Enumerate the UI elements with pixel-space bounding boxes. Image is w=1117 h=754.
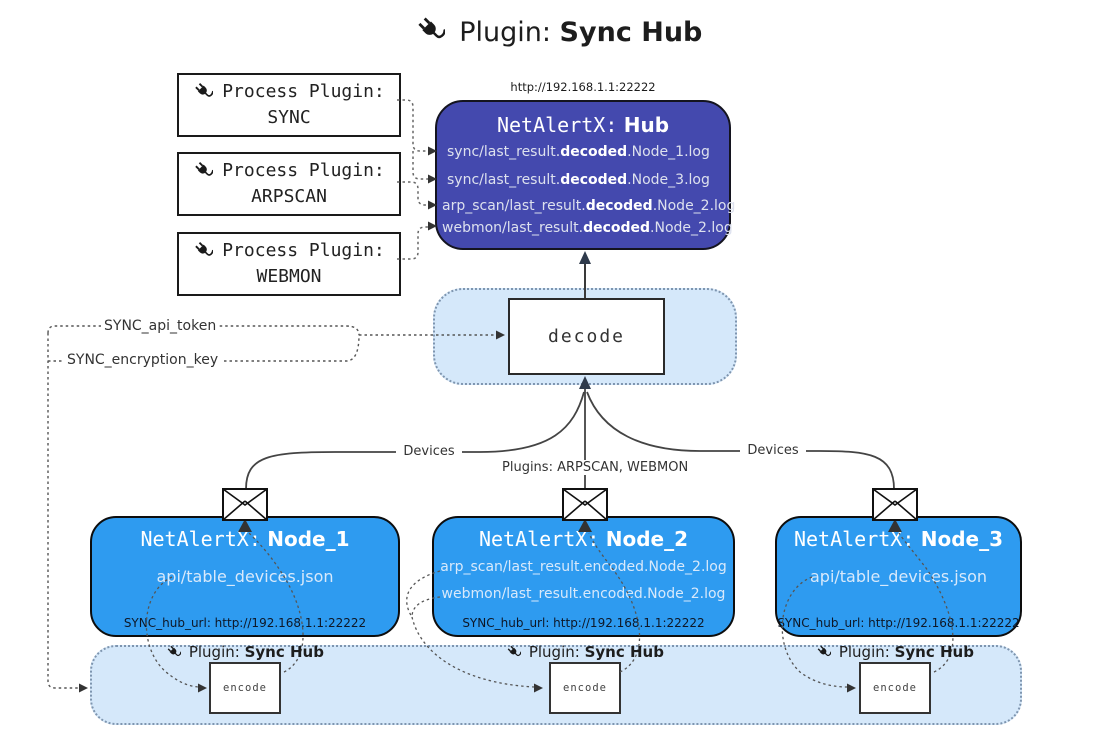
envelope-icon [872, 488, 918, 521]
plug-icon [193, 161, 213, 181]
sync-encryption-key-label: SYNC_encryption_key [64, 352, 222, 368]
encode-label: Plugin: Sync Hub [160, 643, 330, 661]
plug-icon [193, 82, 213, 102]
hub-title: NetAlertX: Hub [496, 113, 670, 137]
plug-icon [415, 16, 445, 46]
node-box-node-2: NetAlertX: Node_2 arp_scan/last_result.e… [432, 516, 735, 637]
process-plugin-box-sync: Process Plugin: SYNC [177, 73, 401, 137]
node-hub-url: SYNC_hub_url: http://192.168.1.1:22222 [777, 616, 1020, 630]
process-plugin-name: WEBMON [256, 266, 322, 287]
devices-label-right: Devices [740, 443, 806, 458]
process-plugin-name: ARPSCAN [251, 186, 327, 207]
process-plugin-name: SYNC [267, 107, 311, 128]
node-file-line: api/table_devices.json [156, 567, 334, 586]
hub-log-line: sync/last_result.decoded.Node_1.log [447, 144, 710, 160]
plug-icon [506, 645, 521, 660]
envelope-icon [562, 488, 608, 521]
encode-box: encode [209, 662, 281, 714]
hub-log-line: sync/last_result.decoded.Node_3.log [447, 172, 710, 188]
hub-url-label: http://192.168.1.1:22222 [510, 80, 656, 94]
process-plugin-box-webmon: Process Plugin: WEBMON [177, 232, 401, 296]
connector-process-to-hub [397, 99, 428, 260]
node-hub-url: SYNC_hub_url: http://192.168.1.1:22222 [123, 616, 367, 630]
process-plugin-label: Process Plugin: [222, 240, 385, 261]
plug-icon [166, 645, 181, 660]
decode-box: decode [508, 298, 665, 375]
node-file-line: api/table_devices.json [809, 567, 987, 586]
node-file-line: arp_scan/last_result.encoded.Node_2.log … [440, 559, 727, 602]
page-title-name: Sync Hub [559, 17, 703, 48]
sync-api-token-label: SYNC_api_token [101, 318, 220, 334]
node-title: NetAlertX: Node_1 [140, 527, 350, 551]
hub-box: NetAlertX: Hub sync/last_result.decoded.… [435, 100, 735, 250]
page-title: Plugin: Sync Hub [0, 16, 1117, 48]
encode-box: encode [549, 662, 621, 714]
node-title: NetAlertX: Node_2 [478, 527, 689, 551]
hub-log-line: arp_scan/last_result.decoded.Node_2.log [442, 198, 736, 214]
process-plugin-box-arpscan: Process Plugin: ARPSCAN [177, 152, 401, 216]
node-box-node-1: NetAlertX: Node_1 api/table_devices.json… [90, 516, 400, 637]
node-title: NetAlertX: Node_3 [793, 527, 1004, 551]
encode-label: Plugin: Sync Hub [500, 643, 670, 661]
arrowhead [79, 330, 505, 693]
node-box-node-3: NetAlertX: Node_3 api/table_devices.json… [775, 516, 1022, 637]
process-plugin-label: Process Plugin: [222, 81, 385, 102]
arrowhead [579, 251, 591, 264]
process-plugin-label: Process Plugin: [222, 160, 385, 181]
envelope-icon [222, 488, 268, 521]
encode-label: Plugin: Sync Hub [810, 643, 980, 661]
encode-box: encode [859, 662, 931, 714]
plug-icon [816, 645, 831, 660]
plugins-label: Plugins: ARPSCAN, WEBMON [500, 460, 689, 475]
hub-log-line: webmon/last_result.decoded.Node_2.log [442, 220, 733, 236]
node-hub-url: SYNC_hub_url: http://192.168.1.1:22222 [462, 616, 705, 630]
plug-icon [193, 241, 213, 261]
page-title-prefix: Plugin: [459, 17, 551, 48]
devices-label-left: Devices [396, 444, 462, 459]
